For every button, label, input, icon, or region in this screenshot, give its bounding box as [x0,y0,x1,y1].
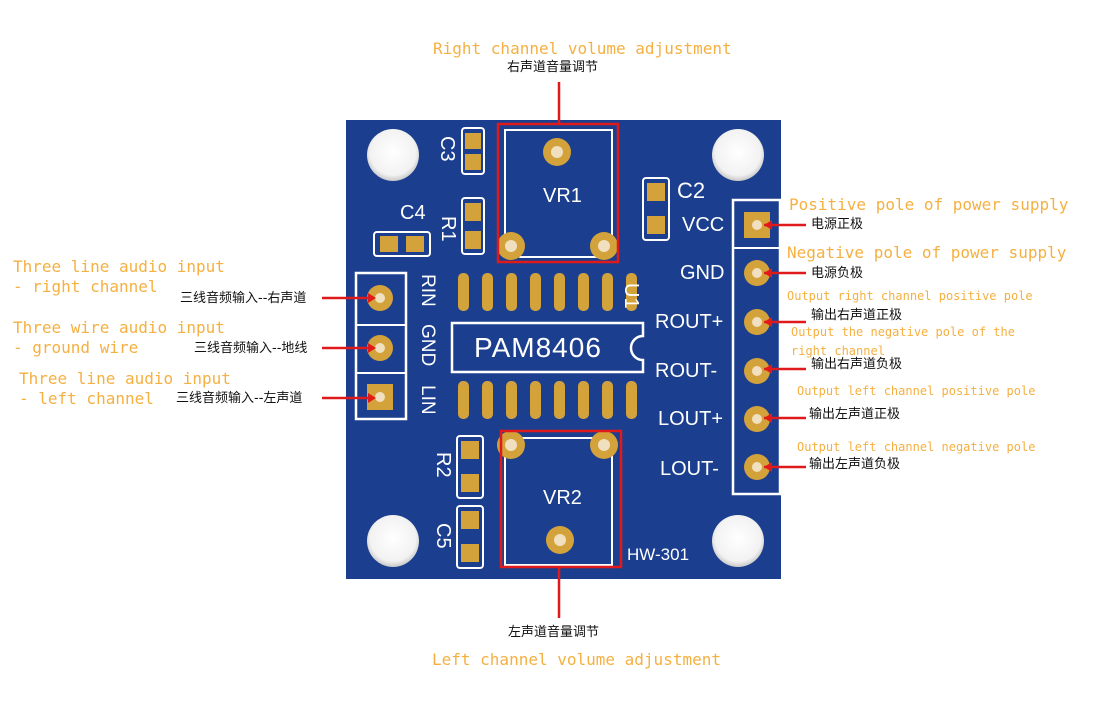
mounting-hole-bottom-left [367,515,419,567]
u1-bottom-pads [458,381,637,419]
gnd-out-board-label: GND [680,262,725,284]
lout-neg-label-en: Output left channel negative pole [797,440,1036,454]
gnd-in-label-en-1: Three wire audio input [13,318,225,337]
lout-pos-label-cn: 输出左声道正极 [809,407,901,422]
vcc-label-en: Positive pole of power supply [789,195,1069,214]
rin-board-label: RIN [417,274,438,307]
c4-label: C4 [400,202,426,224]
right-header-outline [731,198,782,496]
rout-neg-label-en-2: right channel [791,344,885,358]
c3-label: C3 [436,136,458,162]
rin-label-en-1: Three line audio input [13,257,225,276]
lout-neg-label-cn: 输出左声道负极 [809,457,901,472]
rout-neg-board-label: ROUT- [655,360,718,382]
c3-capacitor [461,127,485,175]
chip-label: PAM8406 [474,332,602,363]
rin-label-en-2: - right channel [13,277,158,296]
gnd-out-label-en: Negative pole of power supply [787,243,1067,262]
gnd-in-label-cn: 三线音频输入--地线 [194,341,308,356]
gnd-out-label-cn: 电源负极 [811,266,864,281]
c2-label: C2 [677,178,706,203]
bottom-label-cn: 左声道音量调节 [508,625,600,640]
pcb-board [346,120,781,579]
r1-label: R1 [437,216,459,242]
gnd-in-board-label: GND [417,324,438,367]
lin-label-cn: 三线音频输入--左声道 [176,391,303,406]
mounting-hole-top-right [712,129,764,181]
rout-neg-label-en-1: Output the negative pole of the [791,325,1015,339]
model-label: HW-301 [627,545,690,564]
u1-top-pads [458,273,637,311]
vr1-label: VR1 [543,185,582,207]
rout-neg-label-cn: 输出右声道负极 [811,357,903,372]
lout-pos-board-label: LOUT+ [658,408,724,430]
c5-label: C5 [432,523,454,549]
rout-pos-label-cn: 输出右声道正极 [811,308,903,323]
rin-label-cn: 三线音频输入--右声道 [180,291,307,306]
mounting-hole-top-left [367,129,419,181]
vcc-label-cn: 电源正极 [811,217,864,232]
c2-capacitor [642,177,670,241]
left-header-outline [354,271,408,421]
vr1-potentiometer [497,129,618,260]
lin-board-label: LIN [417,385,438,415]
vcc-board-label: VCC [682,214,725,236]
c4-capacitor [373,231,431,257]
lin-label-en-1: Three line audio input [19,369,231,388]
r2-resistor [456,435,484,499]
vr2-potentiometer [497,431,618,566]
u1-label: U1 [620,283,642,309]
r2-label: R2 [432,452,454,478]
u1-chip-outline [450,321,645,374]
rout-pos-label-en: Output right channel positive pole [787,289,1033,303]
callout-arrowheads [368,220,772,472]
gnd-in-label-en-2: - ground wire [13,338,139,357]
c5-capacitor [456,505,484,569]
vr2-highlight-box [499,429,623,569]
r1-resistor [461,197,485,255]
lout-pos-label-en: Output left channel positive pole [797,384,1036,398]
lin-label-en-2: - left channel [19,389,154,408]
rout-pos-board-label: ROUT+ [655,311,724,333]
bottom-label-en: Left channel volume adjustment [432,650,721,669]
top-label-cn: 右声道音量调节 [507,60,599,75]
mounting-hole-bottom-right [712,515,764,567]
top-label-en: Right channel volume adjustment [433,39,732,58]
vr2-label: VR2 [543,487,582,509]
lout-neg-board-label: LOUT- [660,458,719,480]
